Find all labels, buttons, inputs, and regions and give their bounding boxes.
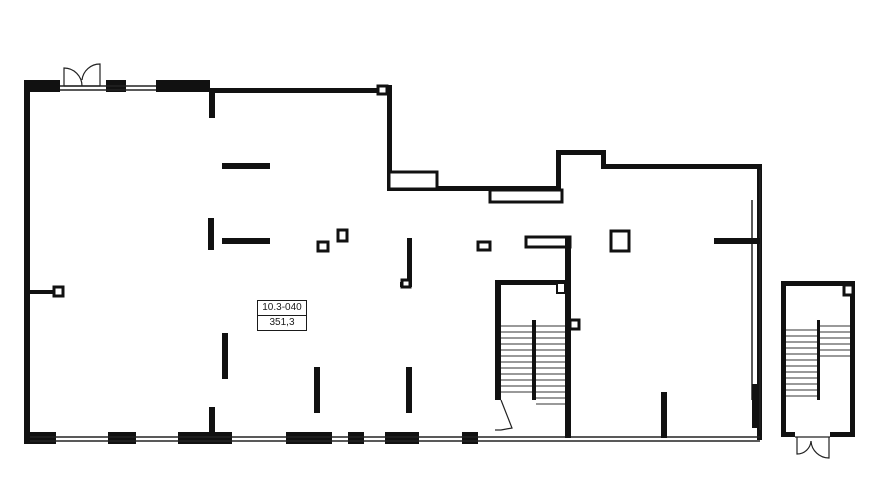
outer-walls — [24, 80, 762, 444]
wall-niches — [387, 170, 564, 204]
annex-stair-steps — [786, 325, 850, 397]
room-area: 351,3 — [269, 317, 295, 328]
niche-partition-top-inner — [530, 240, 562, 244]
stairwell-main — [495, 238, 571, 438]
glazing-lines — [30, 85, 761, 442]
columns — [52, 84, 855, 331]
room-code: 10.3-040 — [258, 301, 306, 316]
interior-walls — [30, 92, 760, 438]
stairwell-annex — [781, 281, 855, 459]
annex-double-door — [795, 436, 830, 459]
stair-steps — [501, 325, 565, 405]
entrance-double-door — [63, 63, 101, 87]
stair-door-swing — [495, 399, 513, 431]
room-label: 10.3-040 351,3 — [257, 300, 307, 331]
